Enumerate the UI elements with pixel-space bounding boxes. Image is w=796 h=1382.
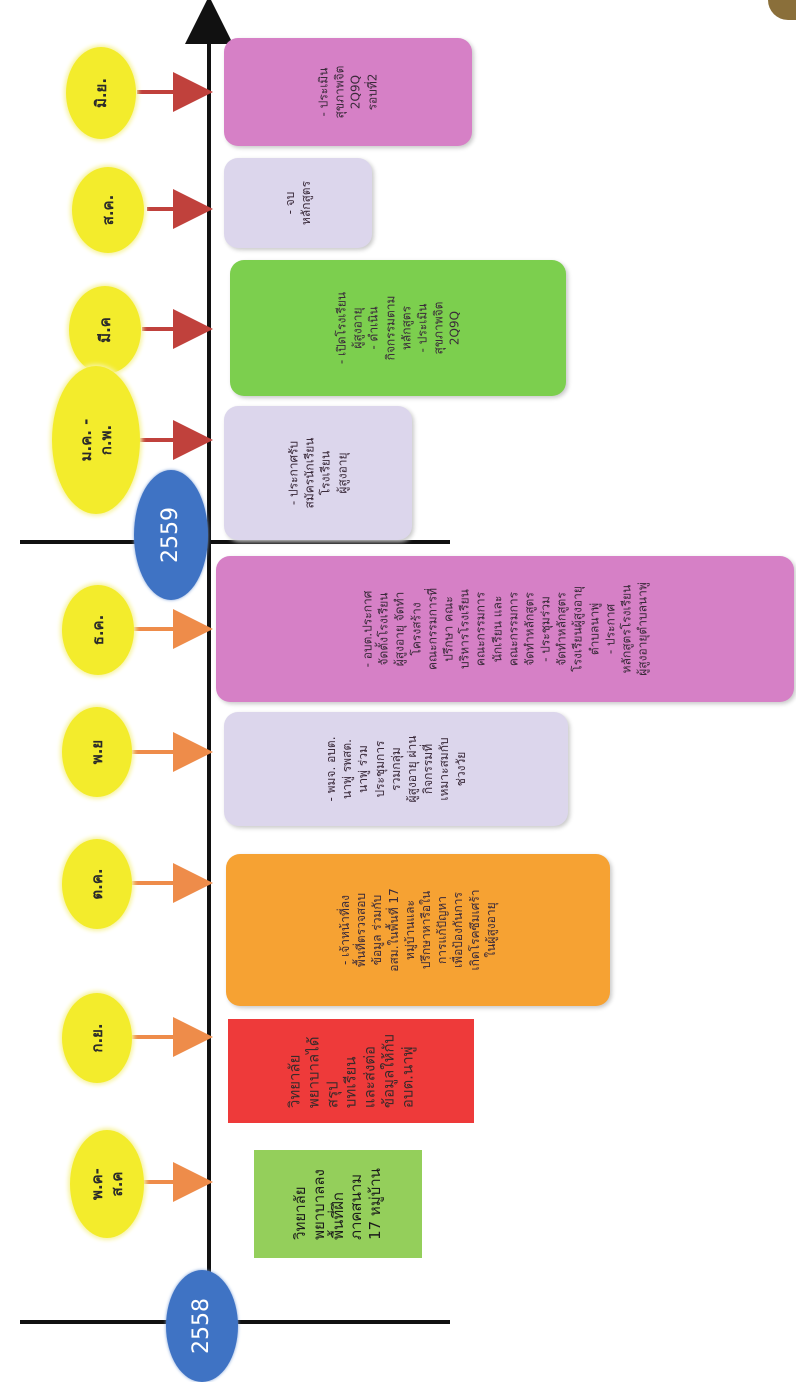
activity-box-may-aug: วิทยาลัย พยาบาลลง พื้นที่ฝึก ภาคสนาม 17 … [254,1150,422,1258]
year-marker-2558: 2558 [166,1270,238,1382]
activity-box-jan-feb: - ประกาศรับ สมัครนักเรียน โรงเรียน ผู้สู… [224,406,412,540]
month-oval-jan-feb: ม.ค. - ก.พ. [52,366,140,514]
activity-text: - ประเมิน สุขภาพจิต 2Q9Q รอบที่2 [316,65,380,119]
month-label: พ.ย [87,739,106,765]
activity-text: - เปิดโรงเรียน ผู้สูงอายุ - ดำเนิน กิจกร… [334,291,462,365]
activity-box-aug: - จบ หลักสูตร [224,158,372,248]
month-label: พ.ค-ส.ค [87,1168,126,1200]
year-label: 2558 [189,1298,215,1354]
month-label: ก.ย. [87,1023,106,1053]
month-label: ส.ค. [98,194,117,226]
month-label: ธ.ค. [88,614,107,646]
activity-text: - พมจ. อบต. นาพู่ รพสต. นาพู่ ร่วม ประชุ… [324,735,468,803]
activity-text: - ประกาศรับ สมัครนักเรียน โรงเรียน ผู้สู… [286,437,350,509]
month-oval-nov: พ.ย [62,707,132,797]
activity-text: วิทยาลัย พยาบาลได้ สรุป บทเรียน และส่งต่… [285,1033,416,1109]
month-oval-aug: ส.ค. [72,167,144,253]
month-oval-dec: ธ.ค. [62,585,134,675]
month-oval-jun: มิ.ย. [66,47,136,139]
emblem-icon [768,0,796,20]
month-label: ต.ค. [87,868,106,900]
year-label: 2559 [158,507,184,563]
activity-text: - จบ หลักสูตร [282,180,313,226]
activity-text: - เจ้าหน้าที่ลง พื้นที่ตรวจสอบ ข้อมูล ร่… [338,888,498,972]
activity-box-mar: - เปิดโรงเรียน ผู้สูงอายุ - ดำเนิน กิจกร… [230,260,566,396]
month-oval-may-aug: พ.ค-ส.ค [70,1130,144,1238]
month-label: มิ.ย. [91,77,110,109]
year-marker-2559: 2559 [134,470,208,600]
activity-text: - อบต.ประกาศ จัดตั้งโรงเรียน ผู้สูงอายุ … [360,582,650,676]
activity-box-sep: วิทยาลัย พยาบาลได้ สรุป บทเรียน และส่งต่… [228,1019,474,1123]
month-label: ม.ค. - ก.พ. [76,418,115,462]
activity-box-jun: - ประเมิน สุขภาพจิต 2Q9Q รอบที่2 [224,38,472,146]
month-label: มี.ค [95,317,114,343]
month-oval-mar: มี.ค [69,286,141,374]
activity-box-dec: - อบต.ประกาศ จัดตั้งโรงเรียน ผู้สูงอายุ … [216,556,794,702]
month-oval-sep: ก.ย. [62,993,132,1083]
activity-box-oct: - เจ้าหน้าที่ลง พื้นที่ตรวจสอบ ข้อมูล ร่… [226,854,610,1006]
month-oval-oct: ต.ค. [62,839,132,929]
activity-text: วิทยาลัย พยาบาลลง พื้นที่ฝึก ภาคสนาม 17 … [291,1168,385,1240]
activity-box-nov: - พมจ. อบต. นาพู่ รพสต. นาพู่ ร่วม ประชุ… [224,712,568,826]
